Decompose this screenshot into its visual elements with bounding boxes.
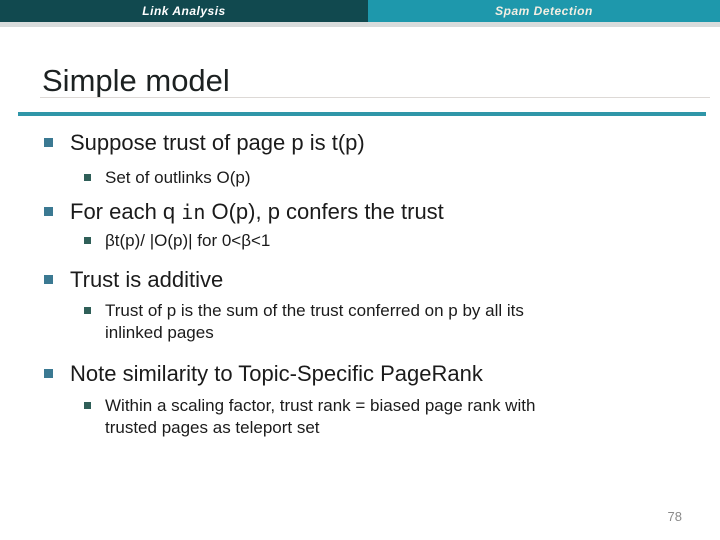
- sub-bullet-item: Set of outlinks O(p): [84, 167, 251, 189]
- bullet-text: Note similarity to Topic-Specific PageRa…: [70, 361, 483, 386]
- bullet-square-icon: [44, 207, 53, 216]
- title-underline-rule: [18, 112, 706, 116]
- sub-bullet-square-icon: [84, 307, 91, 314]
- sub-bullet-square-icon: [84, 174, 91, 181]
- sub-bullet-line: Within a scaling factor, trust rank = bi…: [105, 396, 536, 415]
- header-tab-link-analysis-label: Link Analysis: [142, 4, 226, 18]
- bullet-square-icon: [44, 275, 53, 284]
- bullet-item: Note similarity to Topic-Specific PageRa…: [44, 360, 483, 388]
- bullet-text: Trust is additive: [70, 267, 224, 292]
- sub-bullet-square-icon: [84, 237, 91, 244]
- sub-bullet-item: βt(p)/ |O(p)| for 0<β<1: [84, 230, 270, 252]
- bullet-text-prefix: For each q: [70, 199, 182, 224]
- bullet-item: For each q in O(p), p confers the trust: [44, 198, 444, 226]
- sub-bullet-square-icon: [84, 402, 91, 409]
- header-bar: Link Analysis Spam Detection: [0, 0, 720, 22]
- bullet-item: Trust is additive: [44, 266, 223, 294]
- sub-bullet-line: inlinked pages: [105, 323, 214, 342]
- bullet-square-icon: [44, 138, 53, 147]
- page-number: 78: [667, 509, 682, 524]
- header-tab-spam-detection-label: Spam Detection: [495, 4, 593, 18]
- title-hairline: [40, 97, 710, 98]
- header-tab-spam-detection: Spam Detection: [368, 0, 720, 22]
- bullet-text: Suppose trust of page p is t(p): [70, 130, 365, 155]
- sub-bullet-item: Within a scaling factor, trust rank = bi…: [84, 395, 535, 439]
- sub-bullet-line: trusted pages as teleport set: [105, 418, 320, 437]
- sub-bullet-text: Set of outlinks O(p): [105, 168, 251, 187]
- bullet-text: For each q in O(p), p confers the trust: [70, 198, 444, 226]
- sub-bullet-text: βt(p)/ |O(p)| for 0<β<1: [105, 231, 271, 250]
- bullet-text-suffix: O(p), p confers the trust: [205, 199, 444, 224]
- bullet-square-icon: [44, 369, 53, 378]
- slide-title: Simple model: [42, 63, 230, 98]
- bullet-text-keyword-in: in: [181, 200, 206, 224]
- sub-bullet-item: Trust of p is the sum of the trust confe…: [84, 300, 524, 344]
- header-divider: [0, 22, 720, 27]
- bullet-item: Suppose trust of page p is t(p): [44, 129, 365, 157]
- sub-bullet-line: Trust of p is the sum of the trust confe…: [105, 301, 524, 320]
- sub-bullet-text: Trust of p is the sum of the trust confe…: [105, 300, 524, 344]
- sub-bullet-text: Within a scaling factor, trust rank = bi…: [105, 395, 535, 439]
- header-tab-link-analysis: Link Analysis: [0, 0, 368, 22]
